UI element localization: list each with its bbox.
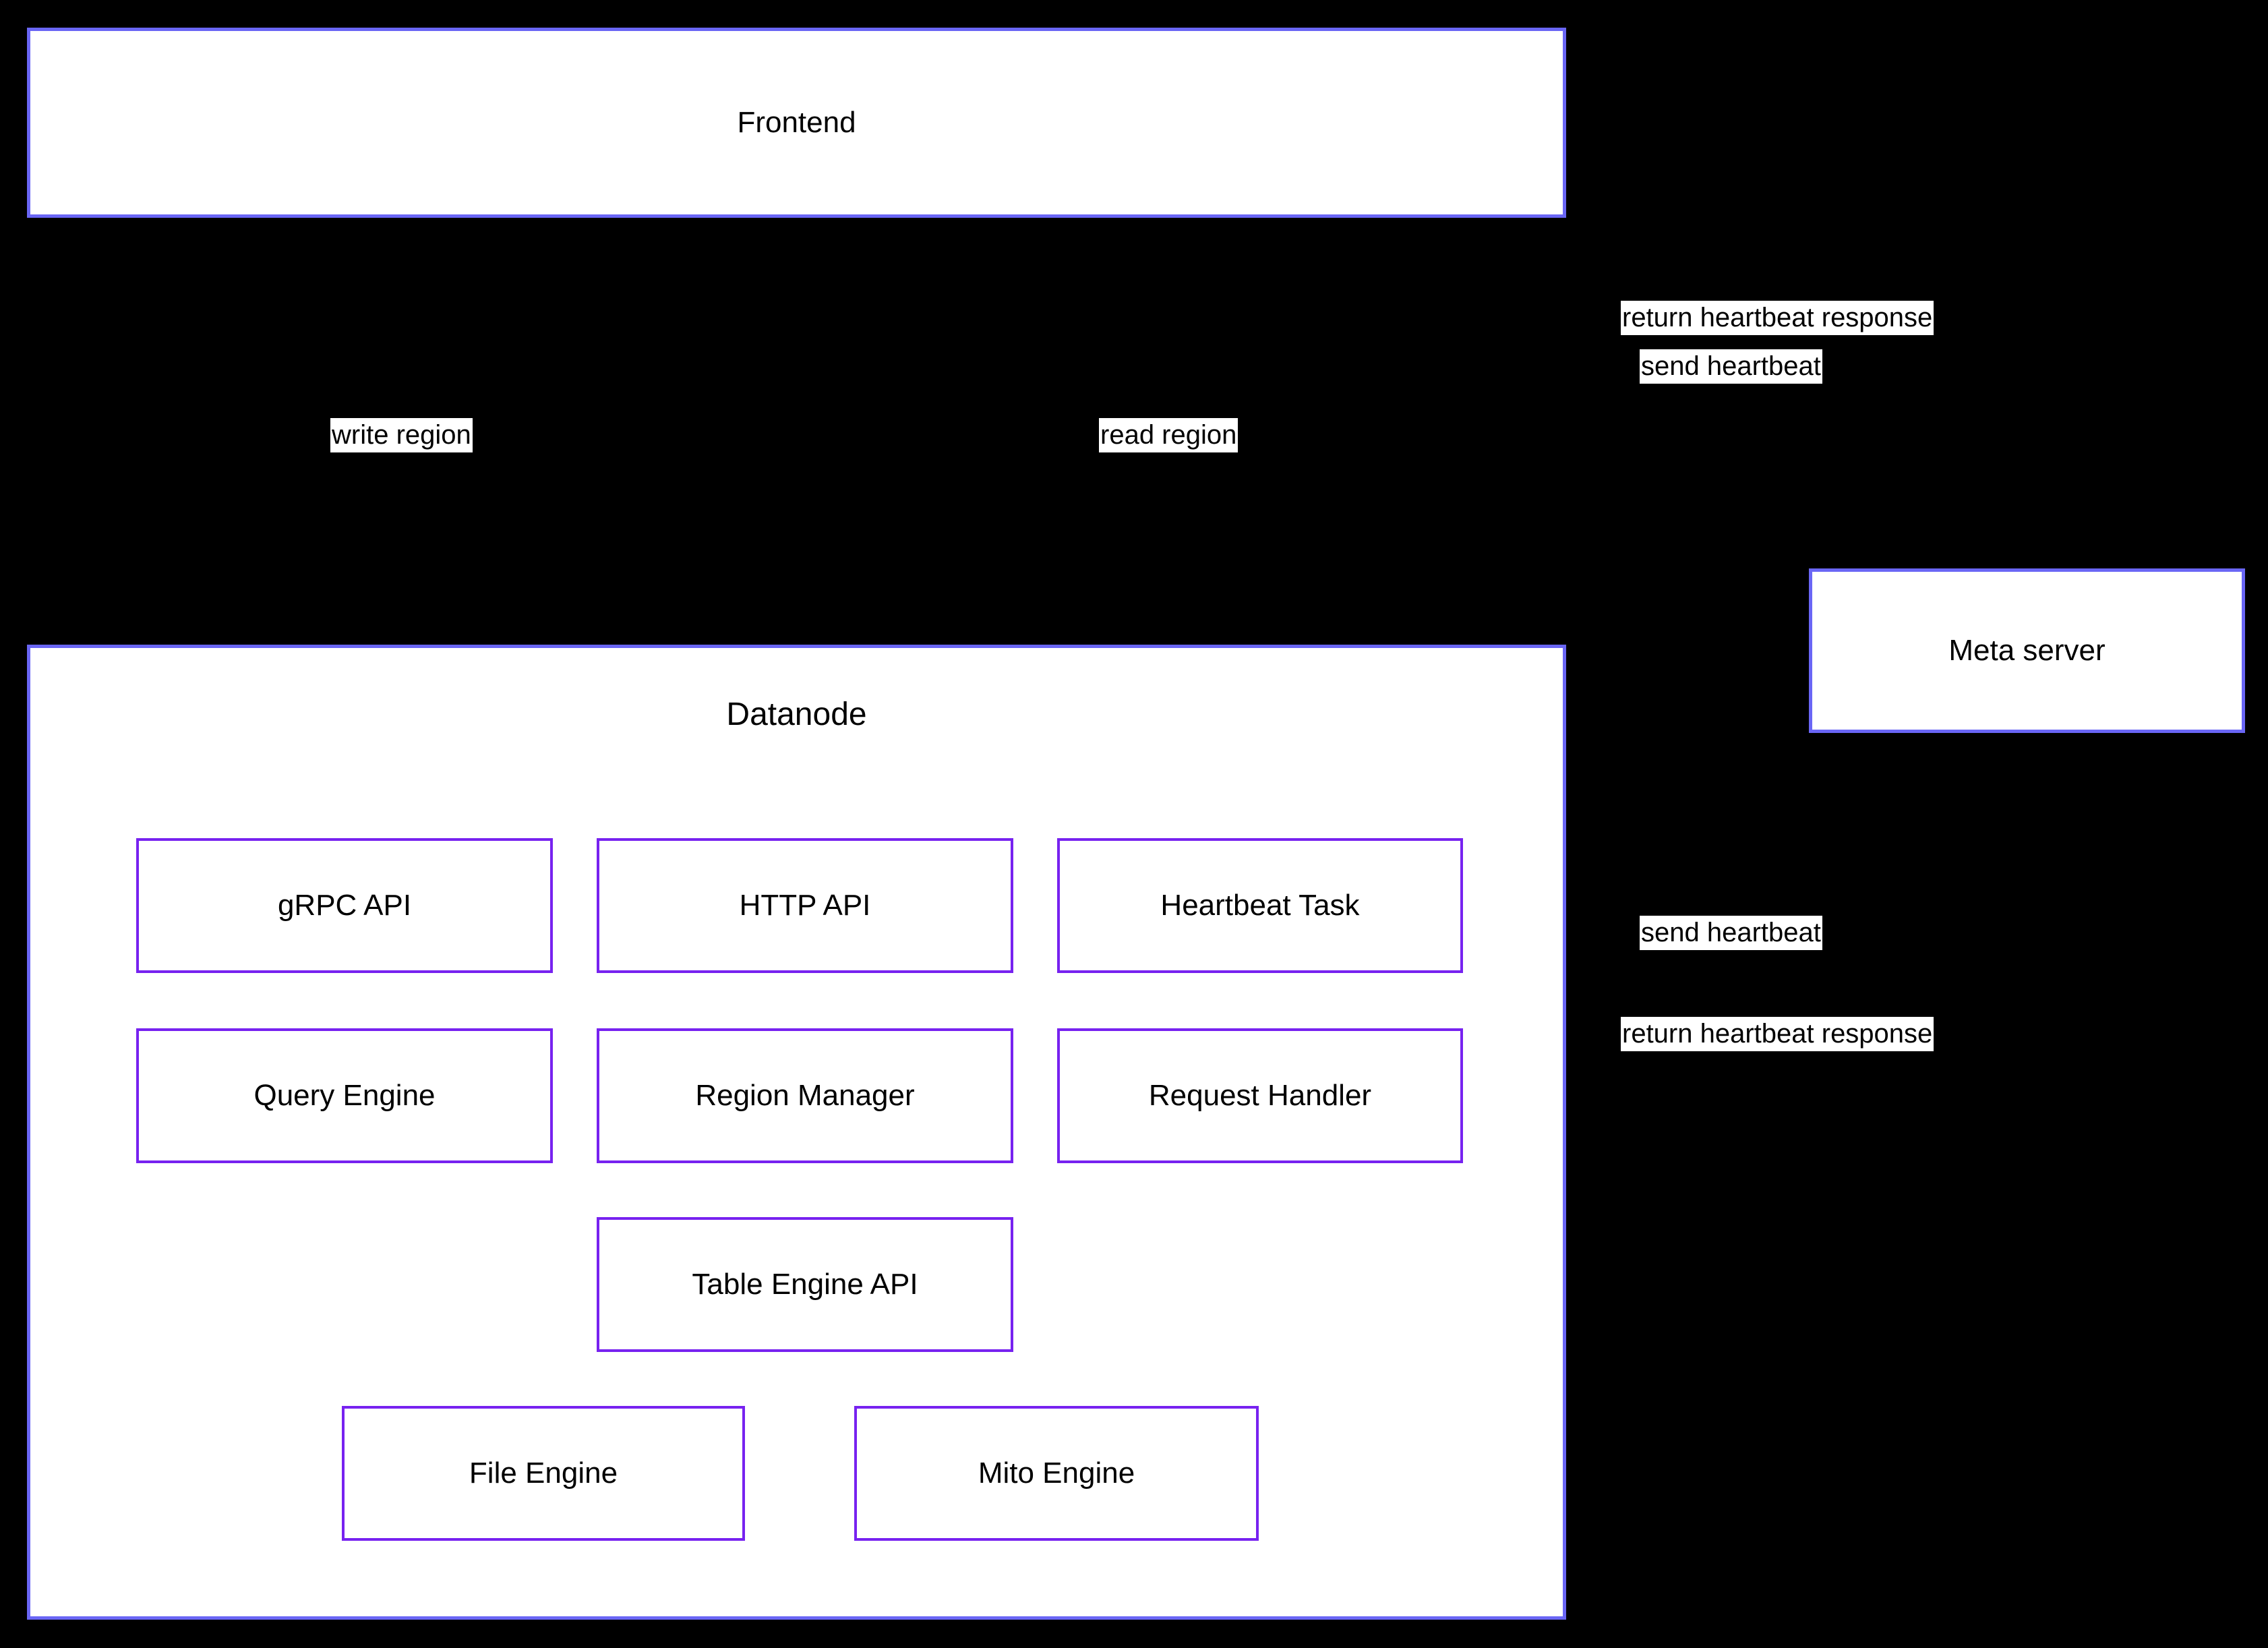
node-mito-engine[interactable]: Mito Engine (854, 1406, 1259, 1541)
edge-label-read-region: read region (1099, 418, 1239, 453)
node-datanode[interactable]: Datanode gRPC API HTTP API Heartbeat Tas… (27, 645, 1566, 1620)
node-http-api[interactable]: HTTP API (597, 838, 1013, 973)
node-request-handler[interactable]: Request Handler (1057, 1028, 1463, 1163)
node-meta-server[interactable]: Meta server (1809, 568, 2245, 733)
node-http-api-label: HTTP API (739, 889, 871, 922)
node-file-engine[interactable]: File Engine (342, 1406, 745, 1541)
node-query-engine[interactable]: Query Engine (136, 1028, 553, 1163)
edge-label-datanode-return-heartbeat-response: return heartbeat response (1621, 1017, 1934, 1052)
edge-label-frontend-return-heartbeat-response: return heartbeat response (1621, 301, 1934, 336)
node-grpc-api-label: gRPC API (277, 889, 412, 922)
node-table-engine-api-label: Table Engine API (692, 1268, 918, 1301)
node-grpc-api[interactable]: gRPC API (136, 838, 553, 973)
edge-label-write-region: write region (330, 418, 473, 453)
node-heartbeat-task[interactable]: Heartbeat Task (1057, 838, 1463, 973)
node-frontend[interactable]: Frontend (27, 28, 1566, 218)
node-table-engine-api[interactable]: Table Engine API (597, 1217, 1013, 1352)
node-mito-engine-label: Mito Engine (978, 1456, 1135, 1490)
node-frontend-label: Frontend (737, 106, 856, 139)
node-region-manager-label: Region Manager (695, 1079, 915, 1112)
node-file-engine-label: File Engine (469, 1456, 618, 1490)
node-datanode-label: Datanode (726, 697, 867, 732)
edge-label-frontend-send-heartbeat: send heartbeat (1640, 349, 1822, 384)
node-meta-server-label: Meta server (1948, 634, 2106, 667)
node-query-engine-label: Query Engine (253, 1079, 436, 1112)
node-request-handler-label: Request Handler (1148, 1079, 1372, 1112)
node-region-manager[interactable]: Region Manager (597, 1028, 1013, 1163)
node-heartbeat-task-label: Heartbeat Task (1160, 889, 1360, 922)
edge-label-datanode-send-heartbeat: send heartbeat (1640, 916, 1822, 951)
